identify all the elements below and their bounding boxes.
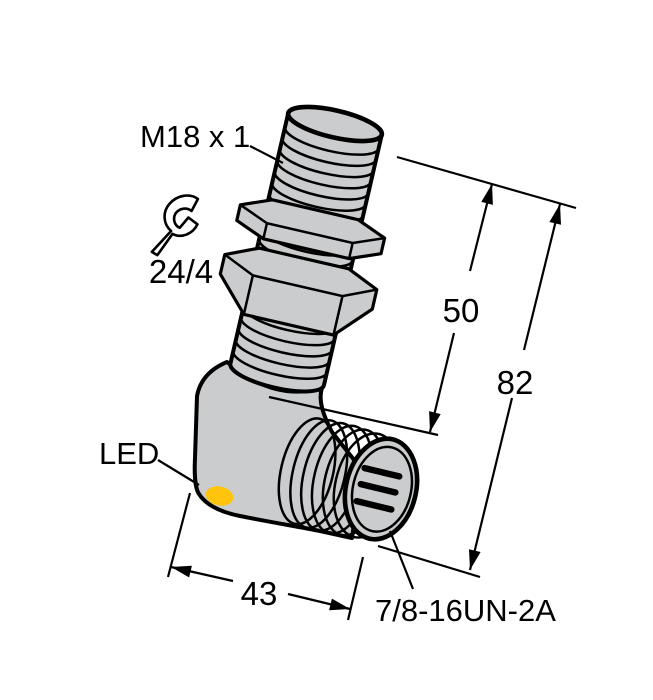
leader-lines bbox=[157, 145, 415, 590]
connector bbox=[277, 417, 420, 542]
led-leader bbox=[157, 459, 200, 486]
dim-82-label: 82 bbox=[497, 364, 534, 401]
thread-spec-leader bbox=[249, 145, 284, 164]
led-label: LED bbox=[99, 436, 159, 471]
extension-line-top bbox=[396, 155, 577, 210]
connector-ring bbox=[289, 418, 349, 530]
led-indicator bbox=[205, 486, 234, 506]
extension-line-43-right bbox=[346, 556, 365, 621]
dim-50-arrow-top bbox=[481, 184, 493, 205]
connector-spec-leader bbox=[388, 530, 415, 590]
dimension-43 bbox=[170, 565, 351, 611]
connector-ring bbox=[277, 417, 337, 526]
dim-43-label: 43 bbox=[241, 575, 278, 612]
thread-spec-label: M18 x 1 bbox=[140, 119, 250, 154]
wrench-size-label: 24/4 bbox=[149, 253, 213, 290]
extension-line-43-left bbox=[166, 492, 192, 578]
dim-43-arrow-left bbox=[171, 565, 192, 578]
connector-face-inner bbox=[350, 445, 414, 533]
dimension-82 bbox=[468, 203, 562, 571]
labels: M18 x 1 24/4 50 82 LED 43 7/8-16UN-2A bbox=[99, 119, 556, 628]
dim-82-arrow-top bbox=[549, 204, 561, 225]
threaded-barrel bbox=[218, 104, 387, 394]
contact-blade bbox=[357, 480, 399, 496]
dim-50-label: 50 bbox=[443, 292, 480, 329]
extension-lines bbox=[166, 155, 577, 621]
dim-82-arrow-bottom bbox=[469, 549, 481, 570]
contact-blade bbox=[353, 497, 395, 513]
dim-82-line bbox=[468, 203, 562, 571]
wrench-icon bbox=[150, 194, 200, 257]
contact-blade bbox=[361, 464, 403, 480]
connector-contact-blades bbox=[353, 464, 403, 513]
hex-locknut-upper bbox=[235, 198, 387, 261]
hex-nut-lower bbox=[218, 246, 379, 337]
connector-spec-label: 7/8-16UN-2A bbox=[375, 593, 556, 628]
barrel-top-face bbox=[285, 104, 385, 144]
dim-43-arrow-right bbox=[329, 598, 350, 611]
extension-line-mid bbox=[268, 395, 439, 437]
dimension-50 bbox=[428, 183, 494, 433]
dim-50-arrow-bottom bbox=[429, 411, 441, 432]
extension-line-bottom bbox=[377, 544, 481, 579]
